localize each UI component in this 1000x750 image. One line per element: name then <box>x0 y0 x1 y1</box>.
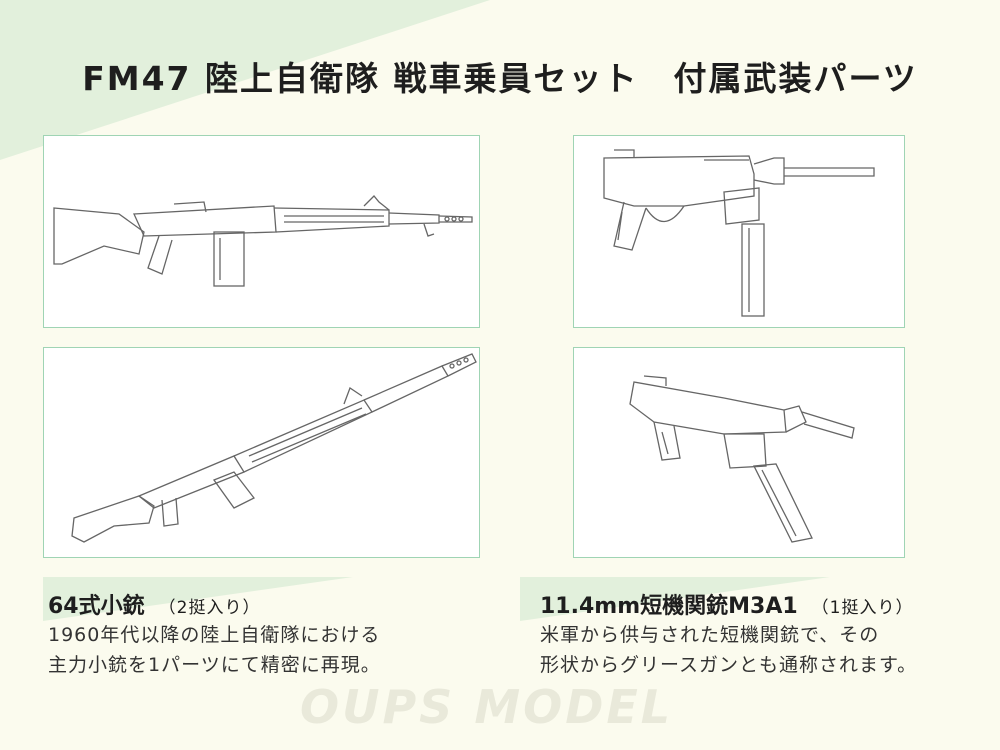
right-description-line: 形状からグリースガンとも通称されます。 <box>540 654 918 676</box>
left-item-name: 64式小銃 （2挺入り） <box>48 588 260 620</box>
right-item-name-text: 11.4mm短機関銃M3A1 <box>540 594 798 619</box>
left-item-name-text: 64式小銃 <box>48 594 145 619</box>
left-item-quantity: （2挺入り） <box>158 598 261 618</box>
left-description-line: 主力小銃を1パーツにて精密に再現。 <box>48 654 381 676</box>
page-title: FM47 陸上自衛隊 戦車乗員セット 付属武装パーツ <box>82 59 918 98</box>
panel-m3a1-angled <box>573 347 905 558</box>
m3a1-grease-gun-angled-view-icon <box>629 375 855 543</box>
type64-rifle-side-view-icon <box>53 195 473 287</box>
right-item-description: 米軍から供与された短機関銃で、その 形状からグリースガンとも通称されます。 <box>540 620 917 680</box>
right-label-band <box>520 577 830 621</box>
right-item-name: 11.4mm短機関銃M3A1 （1挺入り） <box>540 588 914 620</box>
type64-rifle-angled-view-icon <box>71 353 477 543</box>
m3a1-grease-gun-side-view-icon <box>603 149 875 317</box>
left-item-description: 1960年代以降の陸上自衛隊における 主力小銃を1パーツにて精密に再現。 <box>48 620 381 680</box>
panel-type64-side <box>43 135 480 328</box>
left-label-band <box>43 577 353 621</box>
left-description-line: 1960年代以降の陸上自衛隊における <box>48 624 381 646</box>
panel-type64-angled <box>43 347 480 558</box>
right-description-line: 米軍から供与された短機関銃で、その <box>540 624 880 646</box>
watermark-logo: OUPS MODEL <box>300 680 674 734</box>
right-item-quantity: （1挺入り） <box>811 598 914 618</box>
panel-m3a1-side <box>573 135 905 328</box>
